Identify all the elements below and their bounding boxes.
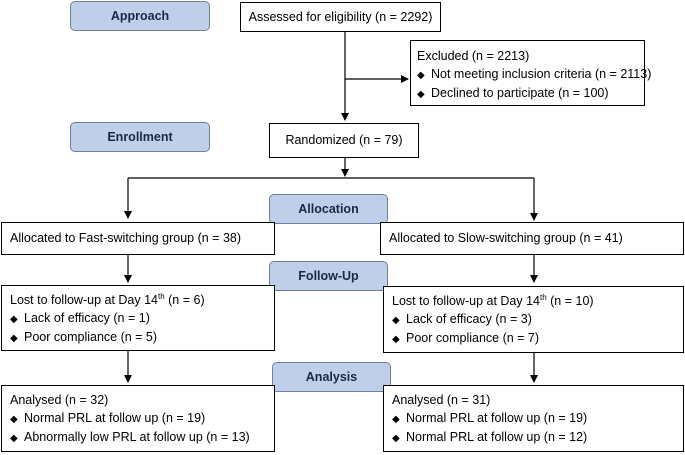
- eligibility-box: Assessed for eligibility (n = 2292): [240, 2, 441, 32]
- slow-analysis-title: Analysed (n = 31): [392, 393, 491, 407]
- slow-analysis-box: Analysed (n = 31) ◆Normal PRL at follow …: [383, 385, 684, 452]
- slow-followup-item: ◆Lack of efficacy (n = 3): [392, 310, 677, 329]
- fast-followup-title: Lost to follow-up at Day 14th (n = 6): [10, 291, 205, 307]
- bullet-icon: ◆: [10, 432, 18, 444]
- stage-approach: Approach: [70, 1, 210, 31]
- bullet-icon: ◆: [392, 333, 400, 345]
- stage-followup: Follow-Up: [269, 261, 388, 291]
- slow-allocation-box: Allocated to Slow-switching group (n = 4…: [380, 222, 684, 255]
- stage-analysis: Analysis: [272, 362, 391, 392]
- fast-followup-box: Lost to follow-up at Day 14th (n = 6) ◆L…: [1, 285, 275, 351]
- stage-allocation: Allocation: [269, 194, 388, 224]
- excluded-item: ◆Not meeting inclusion criteria (n = 211…: [417, 65, 651, 84]
- slow-followup-box: Lost to follow-up at Day 14th (n = 10) ◆…: [383, 286, 684, 353]
- slow-followup-item: ◆Poor compliance (n = 7): [392, 329, 677, 348]
- fast-analysis-box: Analysed (n = 32) ◆Normal PRL at follow …: [1, 385, 275, 452]
- excluded-item: ◆Declined to participate (n = 100): [417, 84, 638, 103]
- fast-followup-item: ◆Lack of efficacy (n = 1): [10, 309, 268, 328]
- bullet-icon: ◆: [392, 432, 400, 444]
- bullet-icon: ◆: [417, 88, 425, 100]
- fast-analysis-item: ◆Normal PRL at follow up (n = 19): [10, 409, 268, 428]
- randomized-box: Randomized (n = 79): [269, 123, 419, 158]
- slow-followup-title: Lost to follow-up at Day 14th (n = 10): [392, 292, 594, 308]
- slow-analysis-item: ◆Normal PRL at follow up (n = 19): [392, 409, 677, 428]
- stage-enrollment: Enrollment: [70, 122, 210, 152]
- bullet-icon: ◆: [392, 414, 400, 426]
- bullet-icon: ◆: [417, 70, 425, 82]
- bullet-icon: ◆: [392, 315, 400, 327]
- fast-analysis-title: Analysed (n = 32): [10, 393, 109, 407]
- slow-analysis-item: ◆Normal PRL at follow up (n = 12): [392, 428, 677, 447]
- excluded-title: Excluded (n = 2213): [417, 49, 530, 63]
- fast-allocation-box: Allocated to Fast-switching group (n = 3…: [1, 222, 275, 255]
- bullet-icon: ◆: [10, 314, 18, 326]
- fast-followup-item: ◆Poor compliance (n = 5): [10, 328, 268, 347]
- bullet-icon: ◆: [10, 332, 18, 344]
- excluded-box: Excluded (n = 2213) ◆Not meeting inclusi…: [410, 40, 651, 106]
- bullet-icon: ◆: [10, 414, 18, 426]
- fast-analysis-item: ◆Abnormally low PRL at follow up (n = 13…: [10, 428, 268, 447]
